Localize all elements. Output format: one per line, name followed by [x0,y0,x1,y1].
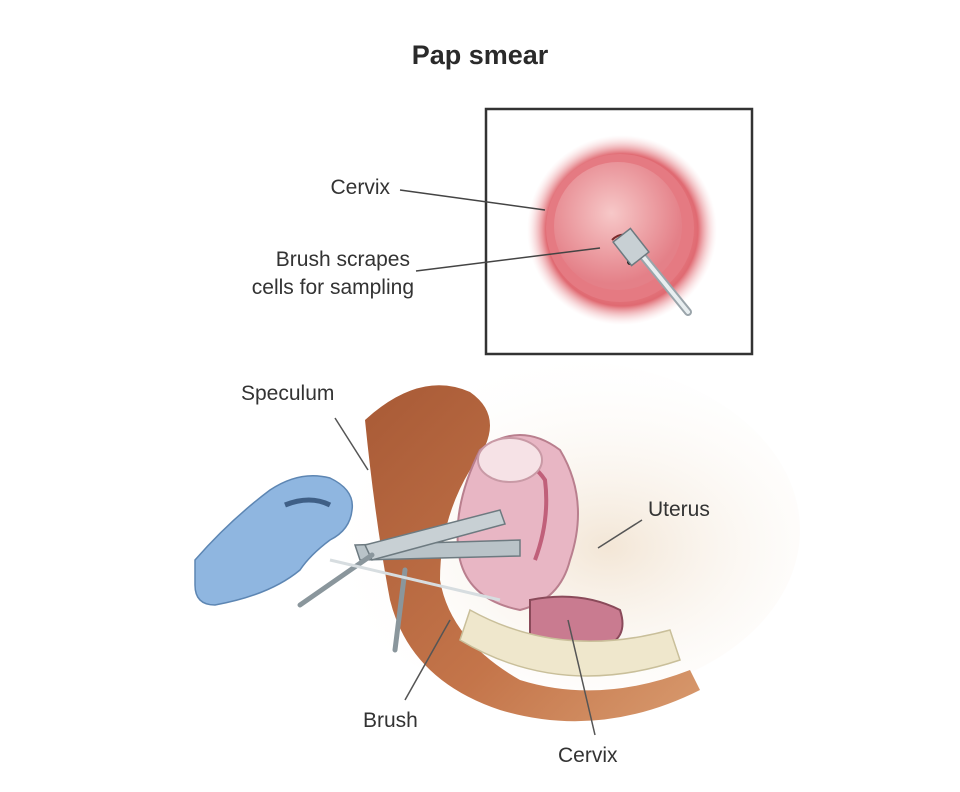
diagram-title: Pap smear [411,40,549,70]
leader-line-uterus [597,519,643,549]
label-cervix-main: Cervix [558,744,618,767]
brush-closeup [612,227,692,316]
cross-section [320,360,800,722]
label-brush-scrapes-line2: cells for sampling [251,276,414,299]
label-cervix-inset: Cervix [330,176,390,199]
spine-base [459,608,681,677]
pelvic-wall [365,385,700,722]
speculum [297,509,521,653]
brush-instrument [329,558,501,602]
leader-line-brush-inset [415,247,601,272]
label-brush-scrapes-line1: Brush scrapes [275,248,410,271]
leader-line-speculum [334,417,369,471]
leader-line-cervix [567,619,596,736]
label-speculum: Speculum [241,382,335,405]
leader-line-cervix-inset [399,189,546,211]
label-brush: Brush [363,709,418,732]
leader-line-brush [404,619,451,701]
gloved-hand [194,475,354,606]
cervix-closeup [527,135,717,325]
inset-panel [399,107,754,356]
label-uterus: Uterus [648,498,710,521]
